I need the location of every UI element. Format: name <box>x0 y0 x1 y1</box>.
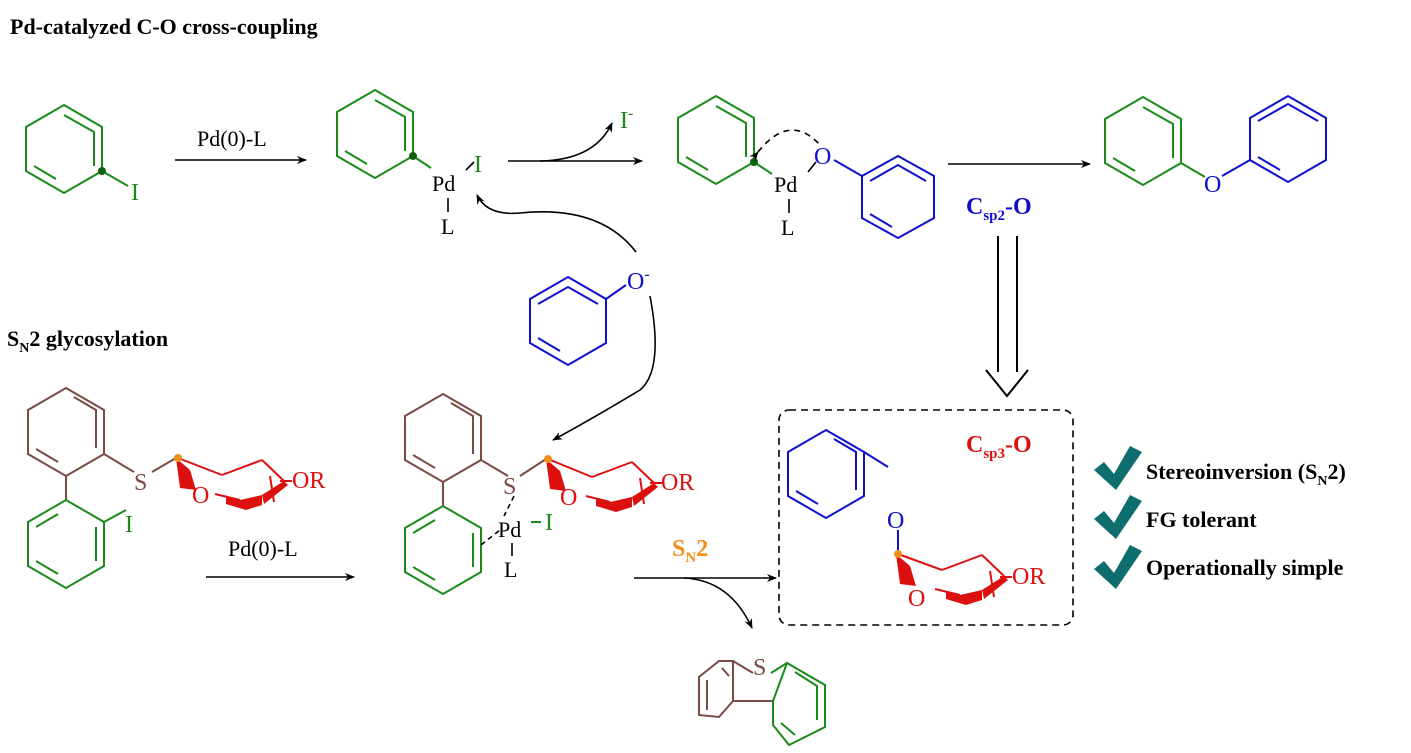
intermediate-pd-label: Pd <box>498 517 521 542</box>
donor-wedge-bond <box>176 458 196 490</box>
ether-o-label: O <box>1204 172 1221 198</box>
palladacycle-intermediate: S Pd I L O OR <box>404 392 694 596</box>
target-product-box <box>778 409 1074 626</box>
product-or-label: OR <box>1012 564 1045 590</box>
arrow4-label: Pd(0)-L <box>228 536 298 561</box>
csp2-o-label: Csp2-O <box>966 194 1032 224</box>
feature-checklist: Stereoinversion (SN2) FG tolerant Operat… <box>1094 446 1346 589</box>
top-title: Pd-catalyzed C-O cross-coupling <box>10 14 318 39</box>
aryl-pd-phenoxide-complex: Pd L O <box>677 94 935 240</box>
thioglycoside-donor: S I O OR <box>27 386 325 590</box>
dibenzothiophene: S <box>698 655 826 747</box>
checklist-item: Operationally simple <box>1094 545 1344 589</box>
iodobenzene <box>25 103 129 195</box>
product-anomeric-dot <box>894 550 902 558</box>
pd-label: Pd <box>432 171 455 196</box>
checklist-text: FG tolerant <box>1146 507 1257 532</box>
intermediate-pd-iodide: I <box>545 510 553 536</box>
product-ring-o: O <box>908 586 925 612</box>
phenoxy-o-label: O <box>814 144 831 170</box>
pd-iodide-label: I <box>474 152 482 178</box>
donor-ring-o: O <box>192 483 209 509</box>
intermediate-ring-o: O <box>560 485 577 511</box>
checkmark-icon <box>1094 446 1142 490</box>
nucleophile-arrow-bottom <box>552 295 656 441</box>
donor-anomeric-dot <box>174 454 182 462</box>
product-link-o: O <box>887 508 904 534</box>
checklist-text: Stereoinversion (SN2) <box>1146 459 1346 489</box>
checkmark-icon <box>1094 495 1142 539</box>
sn2-label: SN2 <box>672 536 708 566</box>
ligand-label-2: L <box>781 215 794 240</box>
diphenyl-ether: O <box>1104 94 1327 198</box>
bottom-title: SN2 glycosylation <box>7 326 168 356</box>
reductive-elimination-arc <box>749 129 821 162</box>
phenoxide-o-label: O- <box>627 266 650 295</box>
intermediate-anomeric-dot <box>544 455 552 463</box>
iodo-label: I <box>131 180 139 206</box>
csp3-o-label: Csp3-O <box>966 432 1032 462</box>
donor-or-label: OR <box>292 468 325 494</box>
iodide-release-arrow <box>539 122 613 162</box>
conceptual-transfer-arrow <box>985 236 1029 398</box>
ligand-label: L <box>441 214 454 239</box>
checklist-item: Stereoinversion (SN2) <box>1094 446 1346 490</box>
checklist-text: Operationally simple <box>1146 555 1344 580</box>
intermediate-s-label: S <box>503 474 516 500</box>
checklist-item: FG tolerant <box>1094 495 1257 539</box>
iodide-ion: I- <box>620 105 633 134</box>
dbt-s-label: S <box>753 655 766 681</box>
aryl-glycoside-product: O O OR <box>787 428 1045 612</box>
intermediate-ligand-label: L <box>504 557 517 582</box>
checkmark-icon <box>1094 545 1142 589</box>
ipso-dot <box>98 167 106 175</box>
aryl-pd-complex: Pd I L <box>336 88 482 239</box>
dbt-release-arrow <box>683 577 753 629</box>
phenoxide <box>529 275 627 367</box>
pd-label-2: Pd <box>774 172 797 197</box>
donor-s-label: S <box>134 470 147 496</box>
donor-iodo-label: I <box>125 512 133 538</box>
arrow1-label: Pd(0)-L <box>197 126 267 151</box>
nucleophile-arrow-top <box>476 194 637 253</box>
intermediate-or-label: OR <box>661 470 694 496</box>
